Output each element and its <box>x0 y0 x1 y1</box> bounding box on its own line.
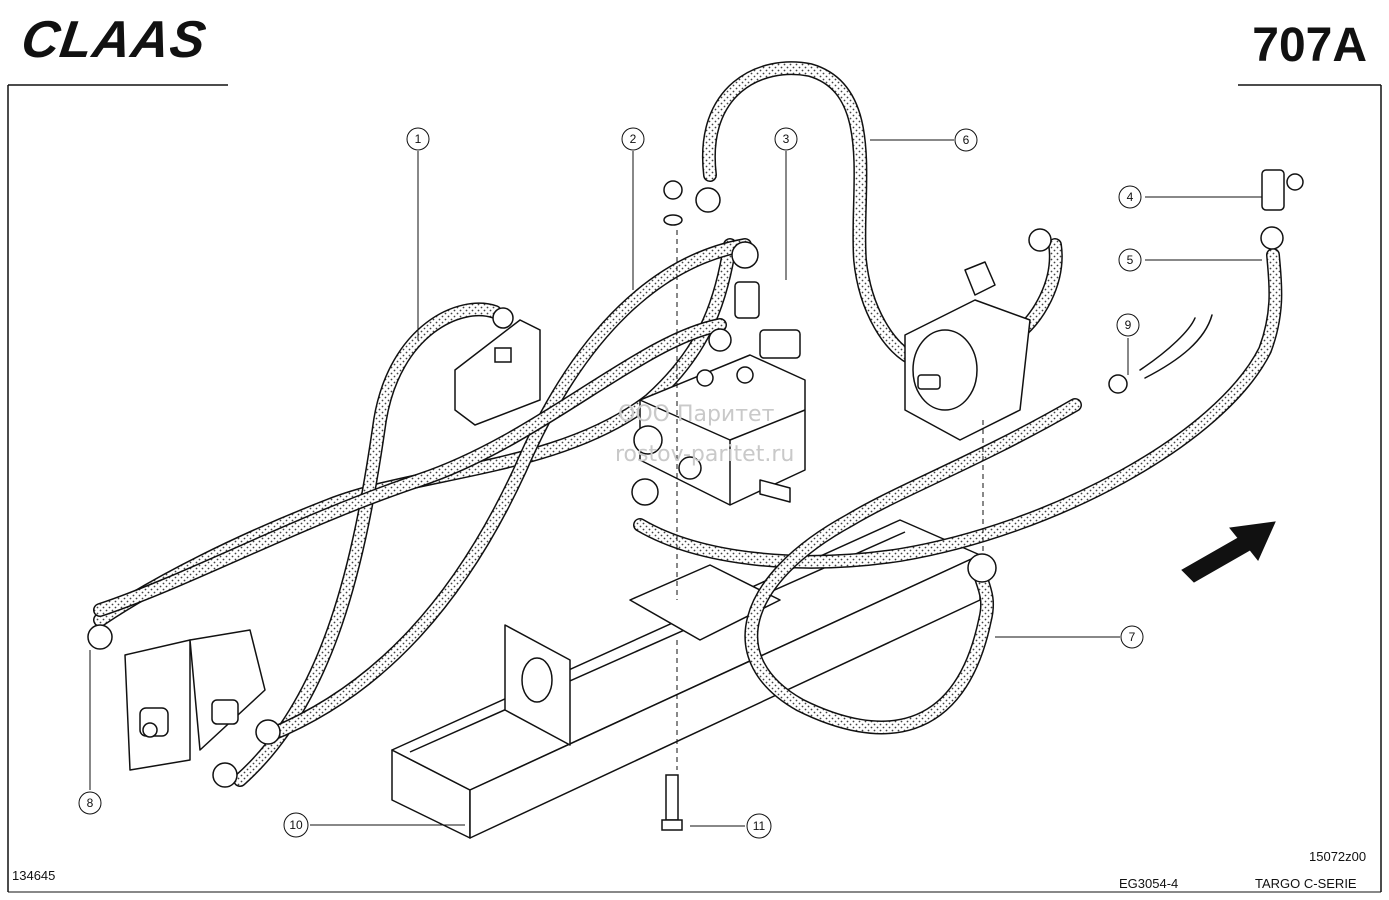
callout-6: 6 <box>954 128 978 152</box>
drawing-code: 15072z00 <box>1309 849 1367 864</box>
callout-4: 4 <box>1118 185 1142 209</box>
callouts: 1 2 3 4 5 6 7 8 9 10 11 <box>78 127 1144 839</box>
callout-3: 3 <box>774 127 798 151</box>
callout-10: 10 <box>283 812 309 838</box>
callout-2-label: 2 <box>630 132 637 146</box>
leader-lines <box>89 139 1262 827</box>
callout-10-label: 10 <box>289 818 303 832</box>
brand-logo: CLAAS <box>17 11 211 69</box>
callout-9: 9 <box>1116 313 1140 337</box>
frame-rail-10 <box>391 519 981 839</box>
page-code: 707A <box>1252 19 1367 72</box>
callout-7: 7 <box>1120 625 1144 649</box>
callout-1: 1 <box>406 127 430 151</box>
series-label: TARGO C-SERIE <box>1255 876 1357 891</box>
mount-bracket <box>454 319 541 426</box>
callout-3-label: 3 <box>783 132 790 146</box>
callout-5-label: 5 <box>1127 253 1134 267</box>
valve-block <box>631 329 806 506</box>
callout-5: 5 <box>1118 248 1142 272</box>
hoses <box>93 61 1283 787</box>
frame <box>7 84 1382 893</box>
bolt-11 <box>661 774 683 831</box>
callout-11: 11 <box>746 813 772 839</box>
callout-11-label: 11 <box>753 819 766 833</box>
watermark-line1: ООО Паритет <box>618 402 775 427</box>
fittings <box>255 169 1304 745</box>
callout-6-label: 6 <box>963 133 970 147</box>
callout-2: 2 <box>621 127 645 151</box>
pump-right <box>904 228 1052 441</box>
callout-9-label: 9 <box>1125 318 1132 332</box>
callout-8: 8 <box>78 791 102 815</box>
image-number: 134645 <box>12 868 56 883</box>
callout-1-label: 1 <box>415 132 422 146</box>
callout-7-label: 7 <box>1129 630 1136 644</box>
watermark-line2: rostov-paritet.ru <box>615 442 795 467</box>
doc-code: EG3054-4 <box>1119 876 1179 891</box>
direction-arrow <box>1181 521 1276 583</box>
callout-8-label: 8 <box>87 796 94 810</box>
pump-left <box>87 624 266 788</box>
callout-4-label: 4 <box>1127 190 1134 204</box>
